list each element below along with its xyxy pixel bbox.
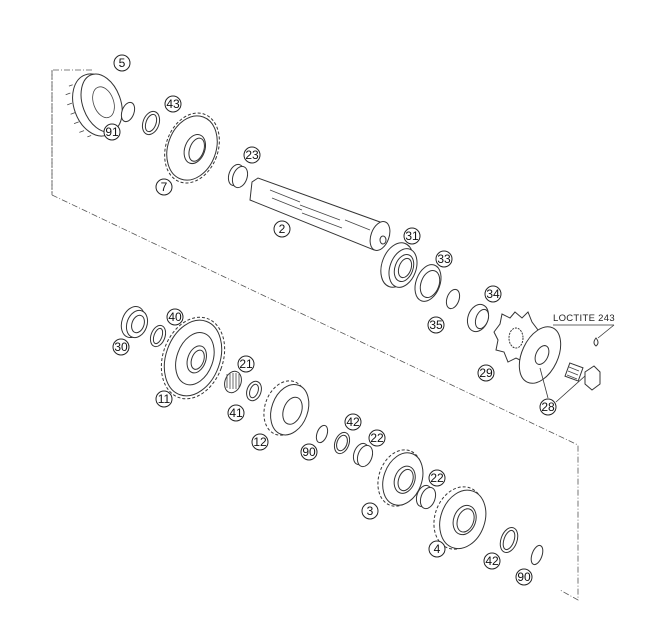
svg-text:23: 23 [245,148,259,162]
gear-7 [164,112,220,184]
svg-text:22: 22 [370,431,384,445]
callout-5: 5 [113,54,131,72]
sprocket-bolt [564,362,601,391]
gear-3 [377,449,424,507]
svg-text:34: 34 [486,287,500,301]
bearing-31 [380,242,418,288]
callout-30: 30 [112,338,130,356]
callout-42-upper: 42 [344,413,362,431]
svg-text:7: 7 [161,180,168,194]
svg-text:4: 4 [434,542,441,556]
svg-text:40: 40 [168,310,182,324]
svg-text:3: 3 [367,504,374,518]
svg-text:33: 33 [437,252,451,266]
svg-text:90: 90 [517,570,531,584]
washer-42-lower [499,526,519,554]
callout-21: 21 [237,355,255,373]
spacer-34 [466,303,490,333]
callout-90-upper: 90 [300,443,318,461]
bushing-22-lower [415,484,437,510]
callout-90-lower: 90 [515,568,533,586]
svg-text:30: 30 [114,340,128,354]
callout-35: 35 [427,316,445,334]
gear-5 [65,73,123,138]
callout-33: 33 [435,250,453,268]
svg-text:90: 90 [302,445,316,459]
callout-43: 43 [164,95,182,113]
washer-42-upper [333,431,351,455]
svg-text:42: 42 [485,554,499,568]
leader-lines-28 [539,367,586,403]
washer-43 [141,110,161,136]
svg-text:42: 42 [346,415,360,429]
callout-40: 40 [166,308,184,326]
svg-text:31: 31 [405,229,419,243]
callout-42-lower: 42 [483,552,501,570]
callout-7: 7 [155,178,173,196]
svg-text:5: 5 [119,56,126,70]
callout-12: 12 [251,433,269,451]
assembly-boundary [51,69,579,601]
callout-4: 4 [428,540,446,558]
svg-text:91: 91 [105,125,119,139]
svg-text:21: 21 [239,357,253,371]
svg-text:35: 35 [429,318,443,332]
callout-29: 29 [477,364,495,382]
gear-4 [433,486,487,550]
main-shaft-2 [249,177,391,251]
callout-23: 23 [243,146,261,164]
svg-text:28: 28 [541,400,555,414]
callout-22-upper: 22 [368,429,386,447]
svg-text:12: 12 [253,435,267,449]
washer-28 [518,326,562,384]
gear-12 [263,380,310,436]
circlip-90-upper [315,424,329,444]
callout-22-lower: 22 [428,469,446,487]
svg-text:22: 22 [430,471,444,485]
washer-40 [149,324,167,348]
svg-text:2: 2 [279,222,286,236]
callout-31: 31 [403,227,421,245]
seal-33 [414,264,442,302]
bushing-23 [227,163,249,189]
circlip-91 [120,101,136,123]
loctite-droplet-icon [593,337,599,347]
svg-text:43: 43 [166,97,180,111]
callout-34: 34 [484,285,502,303]
callout-28: 28 [539,398,557,416]
callout-3: 3 [361,502,379,520]
svg-text:11: 11 [158,392,171,406]
svg-text:LOCTITE 243: LOCTITE 243 [553,313,615,324]
circlip-90-lower [530,544,544,566]
bushing-22-upper [352,442,374,468]
svg-text:29: 29 [479,366,493,380]
bearing-30 [120,306,149,339]
washer-41 [246,380,262,402]
gear-11 [160,316,226,400]
svg-text:41: 41 [229,406,243,420]
callout-2: 2 [273,220,291,238]
callout-91: 91 [103,123,121,141]
o-ring-35 [445,288,461,310]
callout-41: 41 [227,404,245,422]
loctite-note: LOCTITE 243 [553,313,615,339]
callout-11: 11 [155,390,173,408]
needle-bearing-21 [224,370,242,394]
